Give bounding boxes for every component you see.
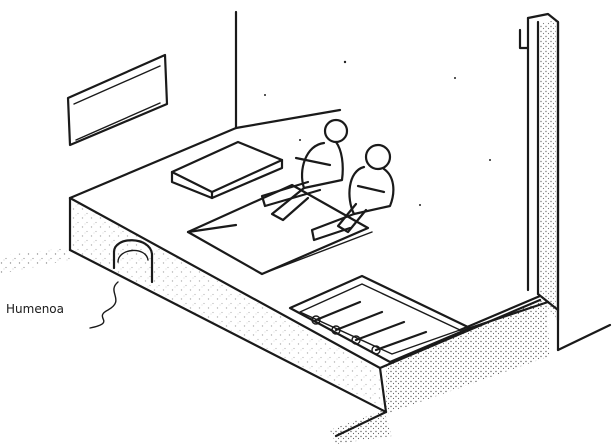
floor-mat [186, 183, 373, 276]
back-wall [234, 10, 342, 130]
wall-window [66, 53, 169, 147]
drain-opening [112, 239, 154, 284]
pipe-casing-stipple [538, 20, 556, 318]
platform-front-texture [72, 200, 384, 408]
drain-label-text: Humenoa [6, 302, 64, 316]
bedding-roll [170, 140, 284, 200]
wall-texture [264, 60, 491, 206]
drain-label: Humenoa [6, 281, 119, 329]
seated-figure-left [260, 118, 349, 222]
seated-figure-right [310, 143, 395, 242]
foundation-stipple [386, 298, 550, 414]
ground-stipple-left [0, 248, 70, 274]
ground-stipple [330, 410, 392, 444]
